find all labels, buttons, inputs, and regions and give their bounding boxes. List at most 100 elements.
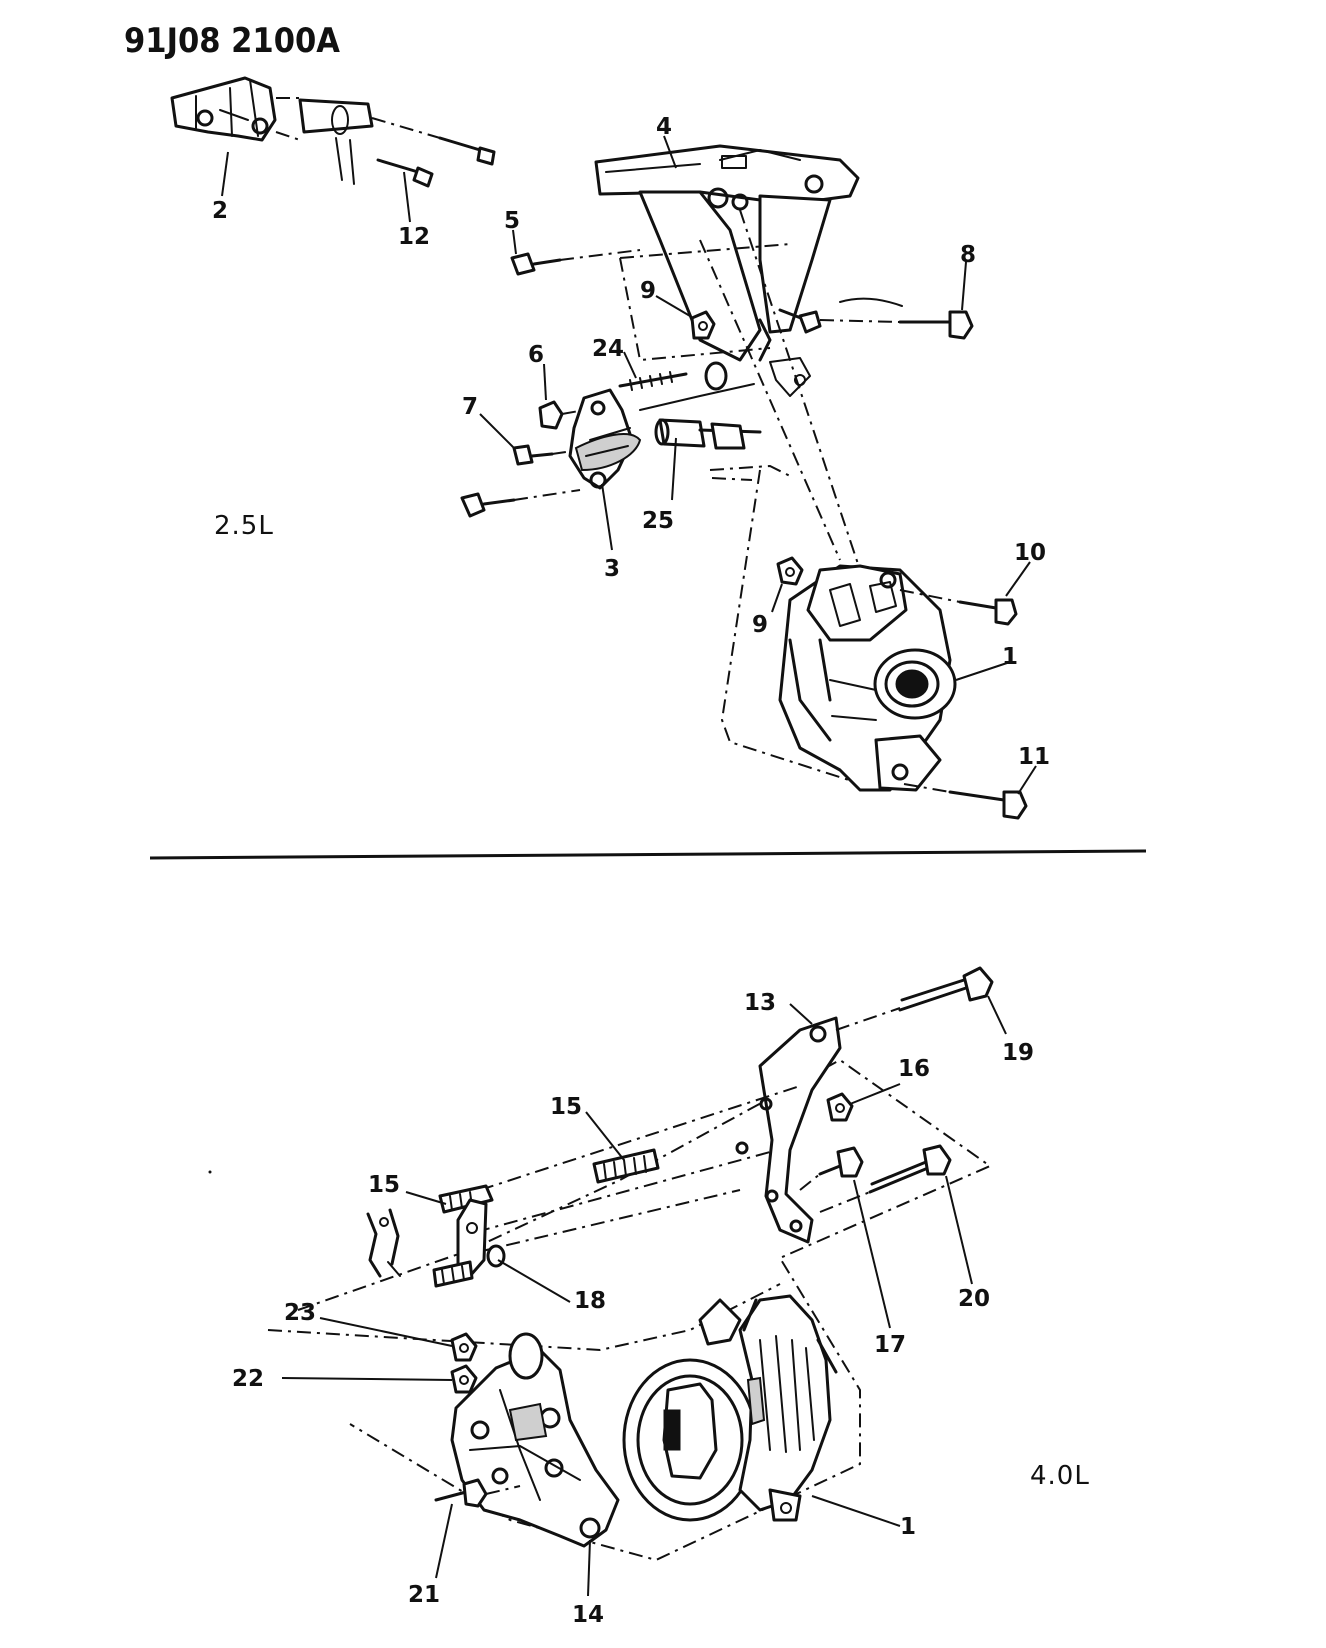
- dash-guide-2: [739, 209, 861, 571]
- leader-25: [671, 437, 677, 501]
- leader-9-upper: [655, 295, 691, 317]
- leader-22: [281, 1377, 453, 1381]
- leader-10: [1005, 561, 1031, 597]
- leader-11: [1017, 765, 1037, 795]
- part-20-bolt: [819, 1144, 952, 1213]
- leader-13: [789, 1003, 813, 1025]
- part-9-nut-lower: [776, 556, 804, 586]
- part-15-stud-left: [438, 1184, 494, 1214]
- callout-9-upper: 9: [640, 278, 656, 304]
- part-13-bracket-strap: [735, 1016, 842, 1244]
- callout-3: 3: [604, 556, 620, 582]
- part-10-bolt: [899, 589, 1018, 626]
- part-7-bolt: [512, 444, 581, 466]
- callout-24: 24: [592, 336, 624, 362]
- part-9-nut-upper: [690, 310, 716, 340]
- leader-4: [663, 135, 677, 169]
- leader-12: [403, 171, 411, 223]
- part-22-nut: [450, 1364, 478, 1394]
- part-16-nut: [826, 1092, 854, 1122]
- lower-outline-dash-2: [267, 1283, 781, 1352]
- section-2-5l: 2 12 4 5 8 9 24 6 7 25 3 10 9 1 11 2.5L: [170, 76, 1050, 820]
- part-25-adjust-link: [639, 383, 791, 481]
- leader-16: [849, 1083, 901, 1105]
- leader-3: [601, 483, 613, 551]
- callout-21: 21: [408, 1582, 440, 1608]
- part-19-bolt: [835, 966, 994, 1031]
- callout-1-lower: 1: [900, 1514, 916, 1540]
- callout-2: 2: [212, 198, 228, 224]
- part-24-stud: [618, 361, 728, 391]
- callout-11: 11: [1018, 744, 1050, 770]
- leader-17: [853, 1179, 891, 1329]
- dash-guide-lower-3: [477, 1189, 741, 1253]
- part-2-bracket: [170, 76, 277, 142]
- callout-16: 16: [898, 1056, 930, 1082]
- part-3-adjust-bracket: [568, 388, 642, 490]
- upper-outline-dash: [619, 243, 791, 362]
- leader-9-lower: [771, 583, 783, 613]
- callout-6: 6: [528, 342, 544, 368]
- dash-guide-lower-1: [479, 1085, 801, 1191]
- part-1-alternator-upper: [778, 564, 957, 792]
- callout-15-mid: 15: [550, 1094, 582, 1120]
- pivot-clip: [758, 308, 822, 397]
- callout-5: 5: [504, 208, 520, 234]
- part-4-mounting-bracket: [594, 144, 860, 362]
- leader-24: [623, 351, 637, 379]
- part-23-nut: [450, 1332, 478, 1362]
- part-8-bolt: [819, 297, 974, 340]
- part-6-nut: [538, 400, 597, 430]
- leader-15-left: [405, 1191, 447, 1205]
- leader-19: [987, 995, 1007, 1035]
- callout-9-lower: 9: [752, 612, 768, 638]
- bolt-upper-long: [371, 117, 496, 166]
- callout-12: 12: [398, 224, 430, 250]
- leader-1-lower: [811, 1495, 901, 1527]
- callout-14: 14: [572, 1602, 604, 1628]
- lower-outline-dash: [297, 1058, 993, 1562]
- part-21-bolt: [434, 1478, 521, 1508]
- leader-6: [543, 363, 547, 401]
- callout-22: 22: [232, 1366, 264, 1392]
- dash-guide-3: [720, 469, 881, 791]
- dash-guide-1: [699, 239, 841, 561]
- callout-23: 23: [284, 1300, 316, 1326]
- drawing-number: 91J08 2100A: [124, 21, 340, 61]
- leader-8: [961, 261, 967, 311]
- bracket-fragment: [366, 1208, 401, 1278]
- callout-4: 4: [656, 114, 672, 140]
- stray-dot: [208, 1170, 212, 1174]
- leader-7: [479, 413, 515, 449]
- part-17-bolt: [799, 1146, 864, 1191]
- leader-23: [319, 1317, 453, 1347]
- dash-guide-lower-2: [475, 1151, 771, 1233]
- spacer-sleeve: [275, 97, 374, 185]
- callout-17: 17: [874, 1332, 906, 1358]
- leader-1-upper: [955, 661, 1011, 681]
- callout-18: 18: [574, 1288, 606, 1314]
- callout-8: 8: [960, 242, 976, 268]
- leader-14: [587, 1539, 591, 1597]
- callout-19: 19: [1002, 1040, 1034, 1066]
- part-1-alternator-lower: [622, 1294, 838, 1522]
- leader-15-mid: [585, 1111, 625, 1161]
- engine-label-4-0l: 4.0L: [1030, 1461, 1090, 1491]
- part-14-mount-bracket: [450, 1332, 620, 1548]
- part-11-bolt: [903, 783, 1028, 820]
- leader-21: [435, 1503, 453, 1579]
- engine-label-2-5l: 2.5L: [214, 511, 274, 541]
- leader-5: [512, 229, 517, 255]
- leader-20: [945, 1175, 973, 1285]
- callout-7: 7: [462, 394, 478, 420]
- adjust-bracket-bolt: [460, 489, 581, 518]
- part-5-bolt: [510, 249, 641, 276]
- leader-18: [497, 1259, 571, 1303]
- section-4-0l: 13 19 16 15 15 23 18 17 20 22 1 21 14 4.…: [208, 966, 1090, 1628]
- callout-10: 10: [1014, 540, 1046, 566]
- part-12-bolt: [376, 158, 434, 188]
- section-divider: [149, 849, 1147, 860]
- callout-13: 13: [744, 990, 776, 1016]
